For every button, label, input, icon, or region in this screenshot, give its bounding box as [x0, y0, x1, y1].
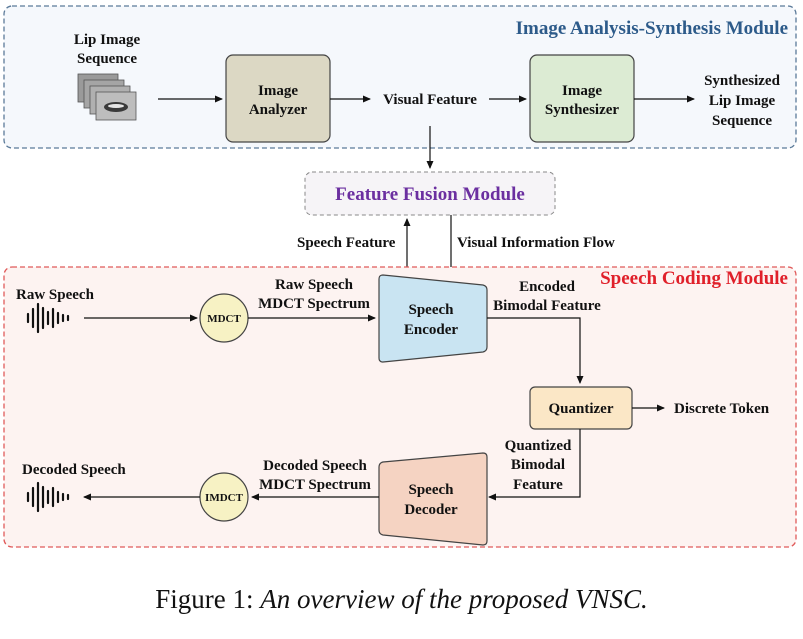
visual-feature-label: Visual Feature	[383, 92, 477, 108]
caption-text: An overview of the proposed VNSC.	[260, 584, 648, 614]
quantizer-label: Quantizer	[549, 401, 614, 417]
image-analyzer-label-line2: Analyzer	[249, 102, 308, 118]
speech-decoder-label-line1: Speech	[409, 482, 455, 498]
speech-feature-label: Speech Feature	[297, 235, 396, 251]
figure-caption: Figure 1: An overview of the proposed VN…	[0, 584, 803, 615]
encoded-label-line1: Encoded	[519, 279, 576, 295]
quantizer-to-decoder-arrow	[488, 429, 581, 501]
decoded-spectrum-label-line1: Decoded Speech	[263, 458, 367, 474]
image-module-title: Image Analysis-Synthesis Module	[516, 18, 788, 39]
image-synthesizer-label-line2: Synthesizer	[545, 102, 620, 118]
speech-encoder-box	[378, 274, 488, 363]
caption-prefix: Figure 1:	[155, 584, 261, 614]
raw-speech-label: Raw Speech	[16, 287, 95, 303]
imdct-label: IMDCT	[205, 492, 244, 504]
visual-information-flow-label: Visual Information Flow	[457, 235, 615, 251]
lip-sequence-label-line2: Sequence	[77, 51, 137, 67]
quantized-label-line1: Quantized	[505, 438, 572, 454]
synth-output-label-line2: Lip Image	[709, 93, 776, 109]
decoded-speech-label: Decoded Speech	[22, 462, 126, 478]
raw-spectrum-label-line1: Raw Speech	[275, 277, 354, 293]
synth-output-label-line1: Synthesized	[704, 73, 781, 89]
discrete-token-label: Discrete Token	[674, 401, 770, 417]
image-analyzer-label-line1: Image	[258, 83, 298, 99]
speech-decoder-box	[378, 452, 488, 546]
speech-decoder-label-line2: Decoder	[404, 502, 458, 518]
speech-encoder-label-line2: Encoder	[404, 322, 459, 338]
quantized-label-line3: Feature	[513, 477, 563, 493]
speech-module-panel	[3, 266, 797, 548]
quantized-label-line2: Bimodal	[511, 457, 565, 473]
lip-sequence-label-line1: Lip Image	[74, 32, 141, 48]
decoded-spectrum-label-line2: MDCT Spectrum	[259, 477, 371, 493]
raw-spectrum-label-line2: MDCT Spectrum	[258, 296, 370, 312]
speech-module-title: Speech Coding Module	[600, 268, 788, 289]
mdct-label: MDCT	[207, 313, 241, 325]
encoded-label-line2: Bimodal Feature	[493, 298, 601, 314]
feature-fusion-title: Feature Fusion Module	[335, 184, 525, 205]
encoder-to-quantizer-arrow	[487, 317, 584, 384]
image-synthesizer-label-line1: Image	[562, 83, 602, 99]
decoded-speech-waveform-icon	[26, 481, 70, 513]
raw-speech-waveform-icon	[26, 302, 70, 334]
speech-encoder-label-line1: Speech	[409, 302, 455, 318]
feature-fusion-box	[304, 171, 556, 216]
lip-image-stack-icon	[77, 73, 137, 121]
synth-output-label-line3: Sequence	[712, 113, 772, 129]
